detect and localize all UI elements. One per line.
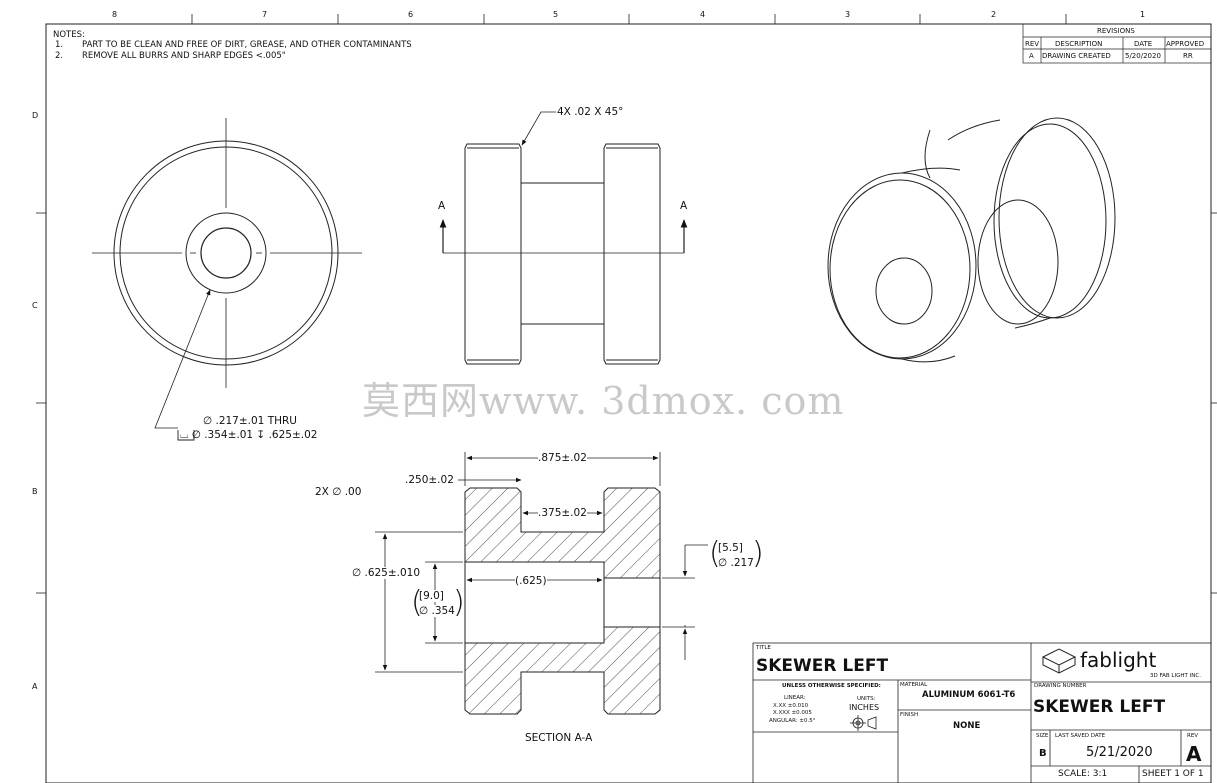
drawing-number-label: DRAWING NUMBER bbox=[1034, 683, 1087, 689]
finish-value: NONE bbox=[953, 721, 981, 731]
dim-bore-diameter: ∅ .354 bbox=[419, 605, 455, 617]
company-name: 3D FAB LIGHT INC. bbox=[1150, 673, 1201, 679]
title-label: TITLE bbox=[756, 645, 771, 651]
section-dimensions bbox=[375, 452, 708, 673]
dim-through-diameter: ∅ .217 bbox=[718, 557, 754, 569]
rev-header-date: DATE bbox=[1134, 40, 1153, 48]
title-block-lines bbox=[752, 642, 1212, 783]
units-value: INCHES bbox=[849, 703, 880, 712]
zone-col-7: 7 bbox=[262, 10, 268, 19]
tolerance-header: UNLESS OTHERWISE SPECIFIED: bbox=[782, 683, 881, 689]
isometric-view bbox=[827, 117, 1116, 363]
revisions-title: REVISIONS bbox=[1097, 27, 1135, 35]
sheet-border bbox=[45, 23, 1212, 783]
hole-callout-thru: ∅ .217±.01 THRU bbox=[203, 415, 297, 427]
note-1-text: PART TO BE CLEAN AND FREE OF DIRT, GREAS… bbox=[82, 40, 412, 50]
zone-row-b: B bbox=[32, 487, 38, 496]
scale-value: SCALE: 3:1 bbox=[1058, 769, 1108, 779]
tolerance-xxx: X.XXX ±0.005 bbox=[773, 710, 812, 716]
saved-date-label: LAST SAVED DATE bbox=[1055, 733, 1106, 739]
paren-left-2: ( bbox=[709, 536, 721, 571]
paren-right-2: ) bbox=[752, 536, 764, 571]
dim-hub-length: .375±.02 bbox=[538, 507, 587, 519]
units-label: UNITS: bbox=[857, 696, 876, 702]
saved-date-value: 5/21/2020 bbox=[1086, 745, 1153, 760]
side-view bbox=[439, 111, 688, 365]
rev-value: A bbox=[1186, 742, 1202, 766]
dim-bore-ref: [9.0] bbox=[419, 590, 444, 602]
zone-row-a: A bbox=[32, 682, 38, 691]
drawing-number-value: SKEWER LEFT bbox=[1033, 697, 1166, 717]
rev-header-rev: REV bbox=[1025, 40, 1040, 48]
revisions-table bbox=[1022, 23, 1212, 64]
zone-ticks bbox=[36, 14, 1217, 594]
section-view bbox=[464, 487, 661, 715]
zone-row-d: D bbox=[32, 111, 39, 120]
dim-outer-diameter: ∅ .625±.010 bbox=[352, 567, 421, 579]
section-marker-left: A bbox=[438, 200, 446, 212]
tolerance-linear: LINEAR: bbox=[784, 695, 806, 701]
fablight-logo-icon bbox=[1041, 648, 1077, 674]
chamfer-callout: 4X .02 X 45° bbox=[557, 106, 624, 118]
paren-left: ( bbox=[411, 585, 423, 620]
zone-col-3: 3 bbox=[845, 10, 851, 19]
material-label: MATERIAL bbox=[900, 682, 928, 688]
zone-col-5: 5 bbox=[553, 10, 559, 19]
rev-row-date: 5/20/2020 bbox=[1125, 52, 1161, 60]
zone-col-1: 1 bbox=[1140, 10, 1146, 19]
notes-header: NOTES: bbox=[53, 30, 85, 40]
zone-col-6: 6 bbox=[408, 10, 414, 19]
material-value: ALUMINUM 6061-T6 bbox=[922, 690, 1016, 700]
title-value: SKEWER LEFT bbox=[756, 656, 889, 676]
paren-right: ) bbox=[453, 585, 465, 620]
watermark: 莫西网www. 3dmox. com bbox=[362, 379, 845, 423]
zone-col-4: 4 bbox=[700, 10, 706, 19]
size-value: B bbox=[1039, 748, 1047, 759]
rev-row-approved: RR bbox=[1183, 52, 1193, 60]
note-1-number: 1. bbox=[55, 40, 64, 50]
section-label: SECTION A-A bbox=[525, 732, 593, 744]
rev-header-description: DESCRIPTION bbox=[1055, 40, 1103, 48]
section-marker-right: A bbox=[680, 200, 688, 212]
tolerance-xx: X.XX ±0.010 bbox=[773, 703, 809, 709]
dim-bore-depth: (.625) bbox=[515, 575, 547, 587]
rev-row-rev: A bbox=[1029, 52, 1034, 60]
zone-row-c: C bbox=[32, 301, 38, 310]
size-label: SIZE bbox=[1036, 733, 1049, 739]
dim-overall-length: .875±.02 bbox=[538, 452, 587, 464]
rev-header-approved: APPROVED bbox=[1166, 40, 1205, 48]
dim-flange-width: .250±.02 bbox=[405, 474, 454, 486]
note-2-text: REMOVE ALL BURRS AND SHARP EDGES <.005" bbox=[82, 51, 286, 61]
finish-label: FINISH bbox=[900, 712, 919, 718]
hole-callout-counterbore: ⌴ ∅ .354±.01 ↧ .625±.02 bbox=[180, 429, 318, 441]
note-2-number: 2. bbox=[55, 51, 64, 61]
tolerance-angular: ANGULAR: ±0.5° bbox=[769, 718, 816, 724]
diameter-zero-callout: 2X ∅ .00 bbox=[315, 486, 362, 498]
counterbore-symbol bbox=[177, 430, 195, 441]
zone-col-8: 8 bbox=[112, 10, 118, 19]
company-logo-text: fablight bbox=[1080, 648, 1157, 672]
dim-through-ref: [5.5] bbox=[718, 542, 743, 554]
rev-label: REV bbox=[1187, 733, 1199, 739]
zone-col-2: 2 bbox=[991, 10, 997, 19]
sheet-value: SHEET 1 OF 1 bbox=[1142, 769, 1204, 779]
front-view bbox=[92, 118, 362, 429]
third-angle-symbol bbox=[850, 715, 877, 731]
rev-row-description: DRAWING CREATED bbox=[1042, 52, 1111, 60]
